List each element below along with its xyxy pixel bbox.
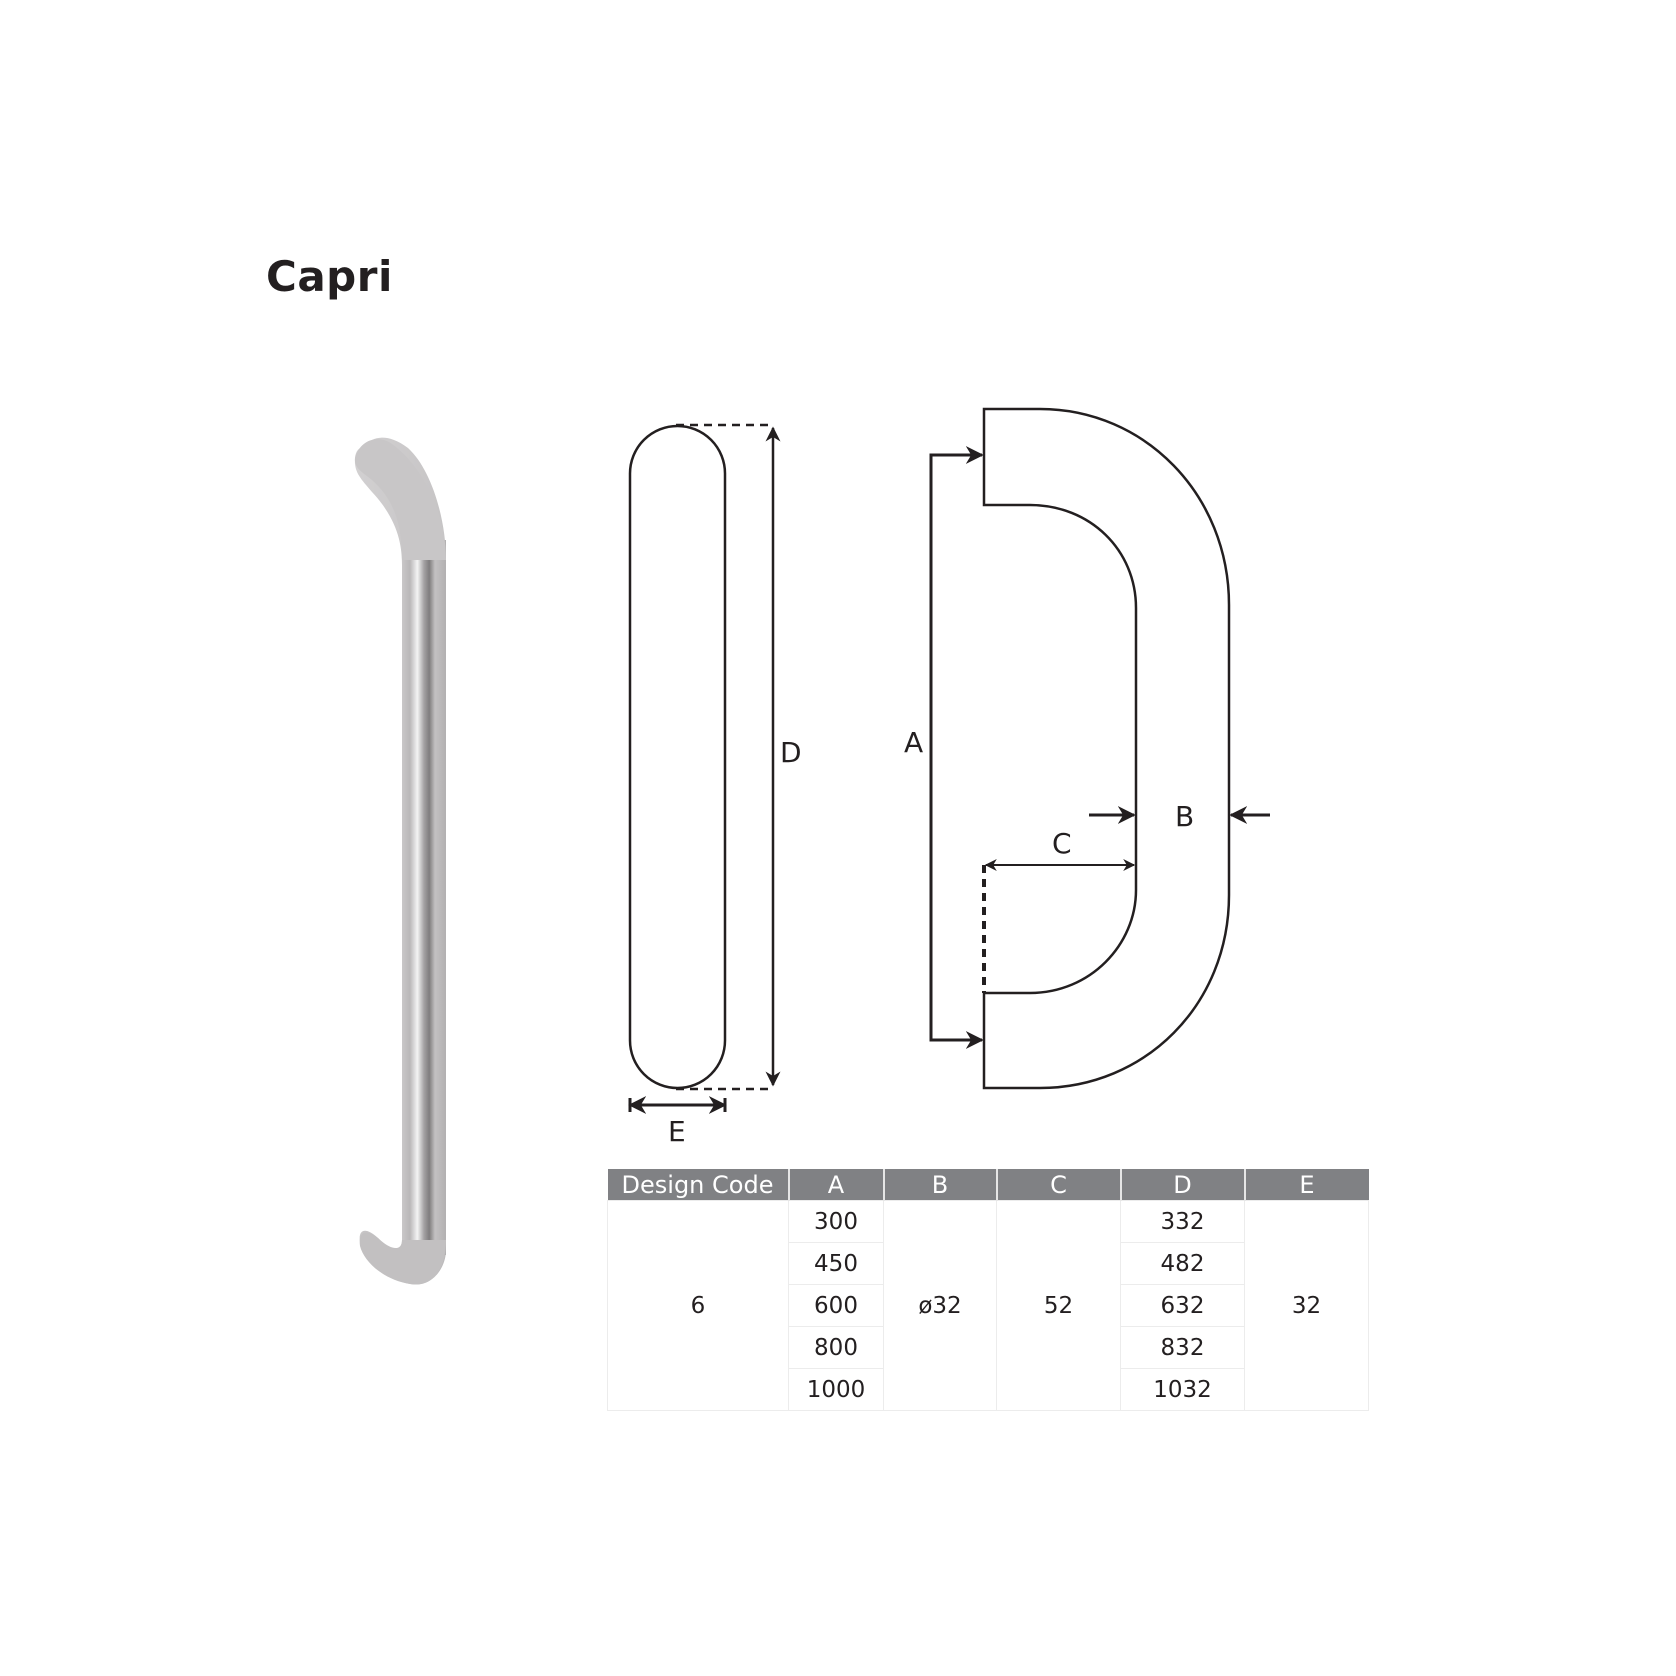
- cell-e: 32: [1244, 1200, 1369, 1411]
- side-profile-drawing: [628, 423, 781, 1114]
- header-c: C: [996, 1169, 1122, 1201]
- cell-a: 1000: [788, 1368, 884, 1411]
- cell-d: 482: [1120, 1242, 1245, 1285]
- cell-c: 52: [996, 1200, 1121, 1411]
- label-c: C: [1052, 827, 1072, 860]
- header-e: E: [1244, 1169, 1369, 1201]
- cell-d: 332: [1120, 1200, 1245, 1243]
- label-e: E: [668, 1115, 686, 1148]
- label-d: D: [780, 736, 802, 769]
- cell-d: 632: [1120, 1284, 1245, 1327]
- handle-front-outline: [982, 407, 1231, 1090]
- handle-side-outline: [628, 424, 727, 1090]
- cell-d: 1032: [1120, 1368, 1245, 1411]
- table-row: 1000 1032: [608, 1368, 1369, 1411]
- header-a: A: [788, 1169, 885, 1201]
- header-d: D: [1120, 1169, 1246, 1201]
- label-b: B: [1175, 800, 1194, 833]
- cell-a: 450: [788, 1242, 884, 1285]
- table-row: 450 482: [608, 1242, 1369, 1285]
- dimensions-table: Design Code A B C D E 6 300 ø32 52 332 3…: [607, 1169, 1369, 1411]
- cell-b: ø32: [883, 1200, 997, 1411]
- table-row: 800 832: [608, 1326, 1369, 1369]
- cell-d: 832: [1120, 1326, 1245, 1369]
- front-profile-drawing: [929, 407, 1270, 1090]
- handle-photo: [354, 437, 446, 1285]
- cell-a: 300: [788, 1200, 884, 1243]
- dimension-a-bracket: [929, 453, 979, 1042]
- cell-a: 600: [788, 1284, 884, 1327]
- table-header-row: Design Code A B C D E: [607, 1169, 1369, 1201]
- header-design-code: Design Code: [607, 1169, 790, 1201]
- table-row: 600 632: [608, 1284, 1369, 1327]
- cell-design-code: 6: [607, 1200, 789, 1411]
- cell-a: 800: [788, 1326, 884, 1369]
- header-b: B: [883, 1169, 998, 1201]
- table-row: 6 300 ø32 52 332 32: [607, 1200, 1369, 1411]
- label-a: A: [904, 726, 923, 759]
- product-title: Capri: [266, 252, 393, 301]
